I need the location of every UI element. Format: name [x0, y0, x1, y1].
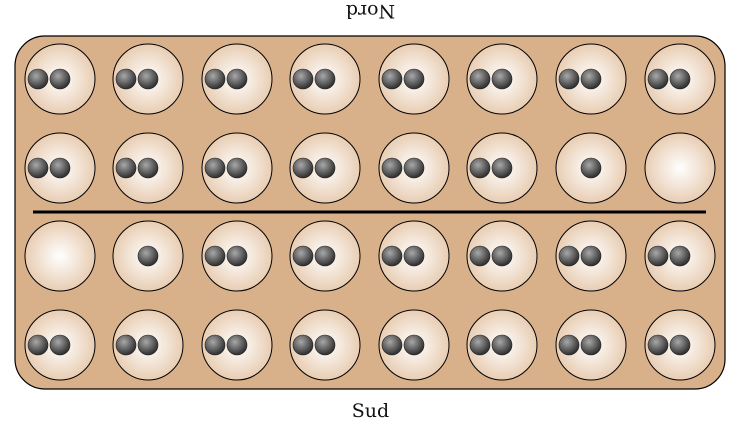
seed	[580, 157, 602, 179]
seed	[49, 68, 71, 90]
seed	[469, 157, 491, 179]
seed	[204, 334, 226, 356]
seed	[226, 334, 248, 356]
seed	[27, 68, 49, 90]
seed	[647, 245, 669, 267]
seed	[115, 68, 137, 90]
seed	[137, 157, 159, 179]
pit-r3-c1[interactable]	[24, 220, 96, 292]
seed	[137, 68, 159, 90]
seed	[647, 68, 669, 90]
seed	[314, 68, 336, 90]
seed	[580, 68, 602, 90]
seed	[403, 68, 425, 90]
seed	[381, 68, 403, 90]
seed	[669, 68, 691, 90]
seed	[27, 157, 49, 179]
seed	[137, 245, 159, 267]
seed	[381, 157, 403, 179]
seed	[558, 68, 580, 90]
seed	[558, 334, 580, 356]
pit-r2-c8[interactable]	[644, 132, 716, 204]
seed	[292, 157, 314, 179]
seed	[292, 68, 314, 90]
seed	[292, 245, 314, 267]
seed	[292, 334, 314, 356]
seed	[491, 157, 513, 179]
seed	[226, 157, 248, 179]
seed	[469, 245, 491, 267]
seed	[558, 245, 580, 267]
seed	[669, 334, 691, 356]
seed	[469, 334, 491, 356]
seed	[491, 245, 513, 267]
seed	[314, 245, 336, 267]
seed	[403, 334, 425, 356]
seed	[49, 334, 71, 356]
seed	[314, 334, 336, 356]
seed	[204, 68, 226, 90]
seed	[647, 334, 669, 356]
seed	[204, 245, 226, 267]
seed	[491, 334, 513, 356]
seed	[314, 157, 336, 179]
seed	[491, 68, 513, 90]
seed	[469, 68, 491, 90]
seed	[381, 334, 403, 356]
seed	[403, 157, 425, 179]
seed	[115, 157, 137, 179]
seed	[226, 68, 248, 90]
south-label: Sud	[351, 400, 390, 422]
seed	[226, 245, 248, 267]
seed	[137, 334, 159, 356]
seed	[49, 157, 71, 179]
seed	[580, 334, 602, 356]
seed	[669, 245, 691, 267]
seed	[403, 245, 425, 267]
seed	[27, 334, 49, 356]
seed	[115, 334, 137, 356]
seed	[204, 157, 226, 179]
seed	[381, 245, 403, 267]
seed	[580, 245, 602, 267]
